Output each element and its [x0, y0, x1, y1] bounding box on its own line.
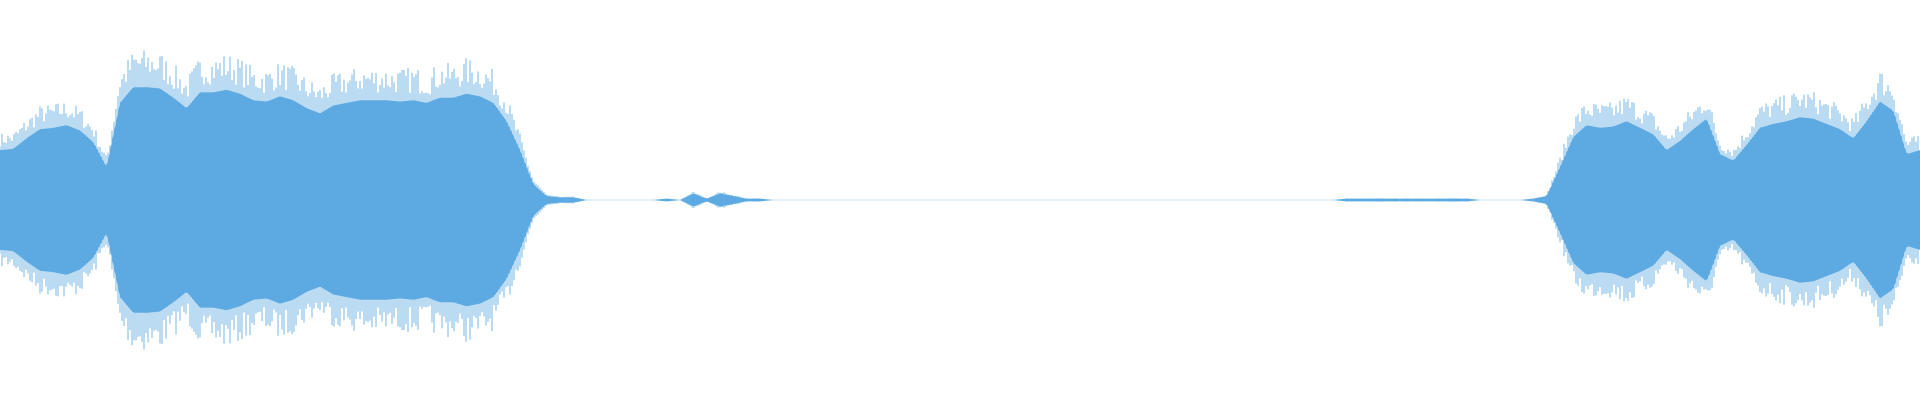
waveform-strokes: [0, 50, 1919, 350]
